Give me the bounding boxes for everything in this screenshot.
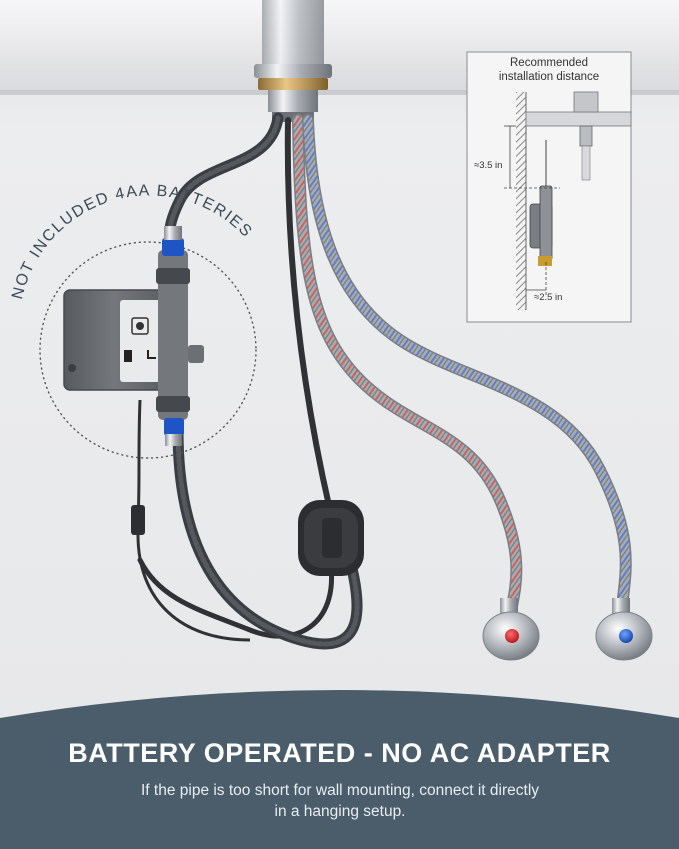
horizontal-distance-label: ≈2.5 in	[534, 292, 563, 303]
faucet-shank	[254, 0, 332, 122]
footer-band	[0, 690, 679, 849]
footer-subline: If the pipe is too short for wall mounti…	[90, 780, 590, 822]
inset-title: Recommended installation distance	[467, 56, 631, 84]
cold-valve-icon	[595, 598, 653, 661]
ferrite-core-icon	[298, 500, 364, 576]
inset-title-line2: installation distance	[498, 71, 600, 83]
vertical-distance-label: ≈3.5 in	[474, 160, 503, 171]
footer-headline: BATTERY OPERATED - NO AC ADAPTER	[68, 738, 611, 768]
footer-subline-line2: in a hanging setup.	[274, 803, 406, 820]
inset-title-line1: Recommended	[510, 57, 588, 69]
battery-module-icon	[63, 226, 204, 446]
installation-distance-inset	[466, 51, 632, 323]
hot-valve-icon	[482, 598, 540, 661]
sensor-cable	[284, 117, 333, 513]
footer-subline-line1: If the pipe is too short for wall mounti…	[140, 782, 540, 799]
battery-badge-circle	[39, 241, 257, 459]
cable-connector	[131, 505, 145, 535]
